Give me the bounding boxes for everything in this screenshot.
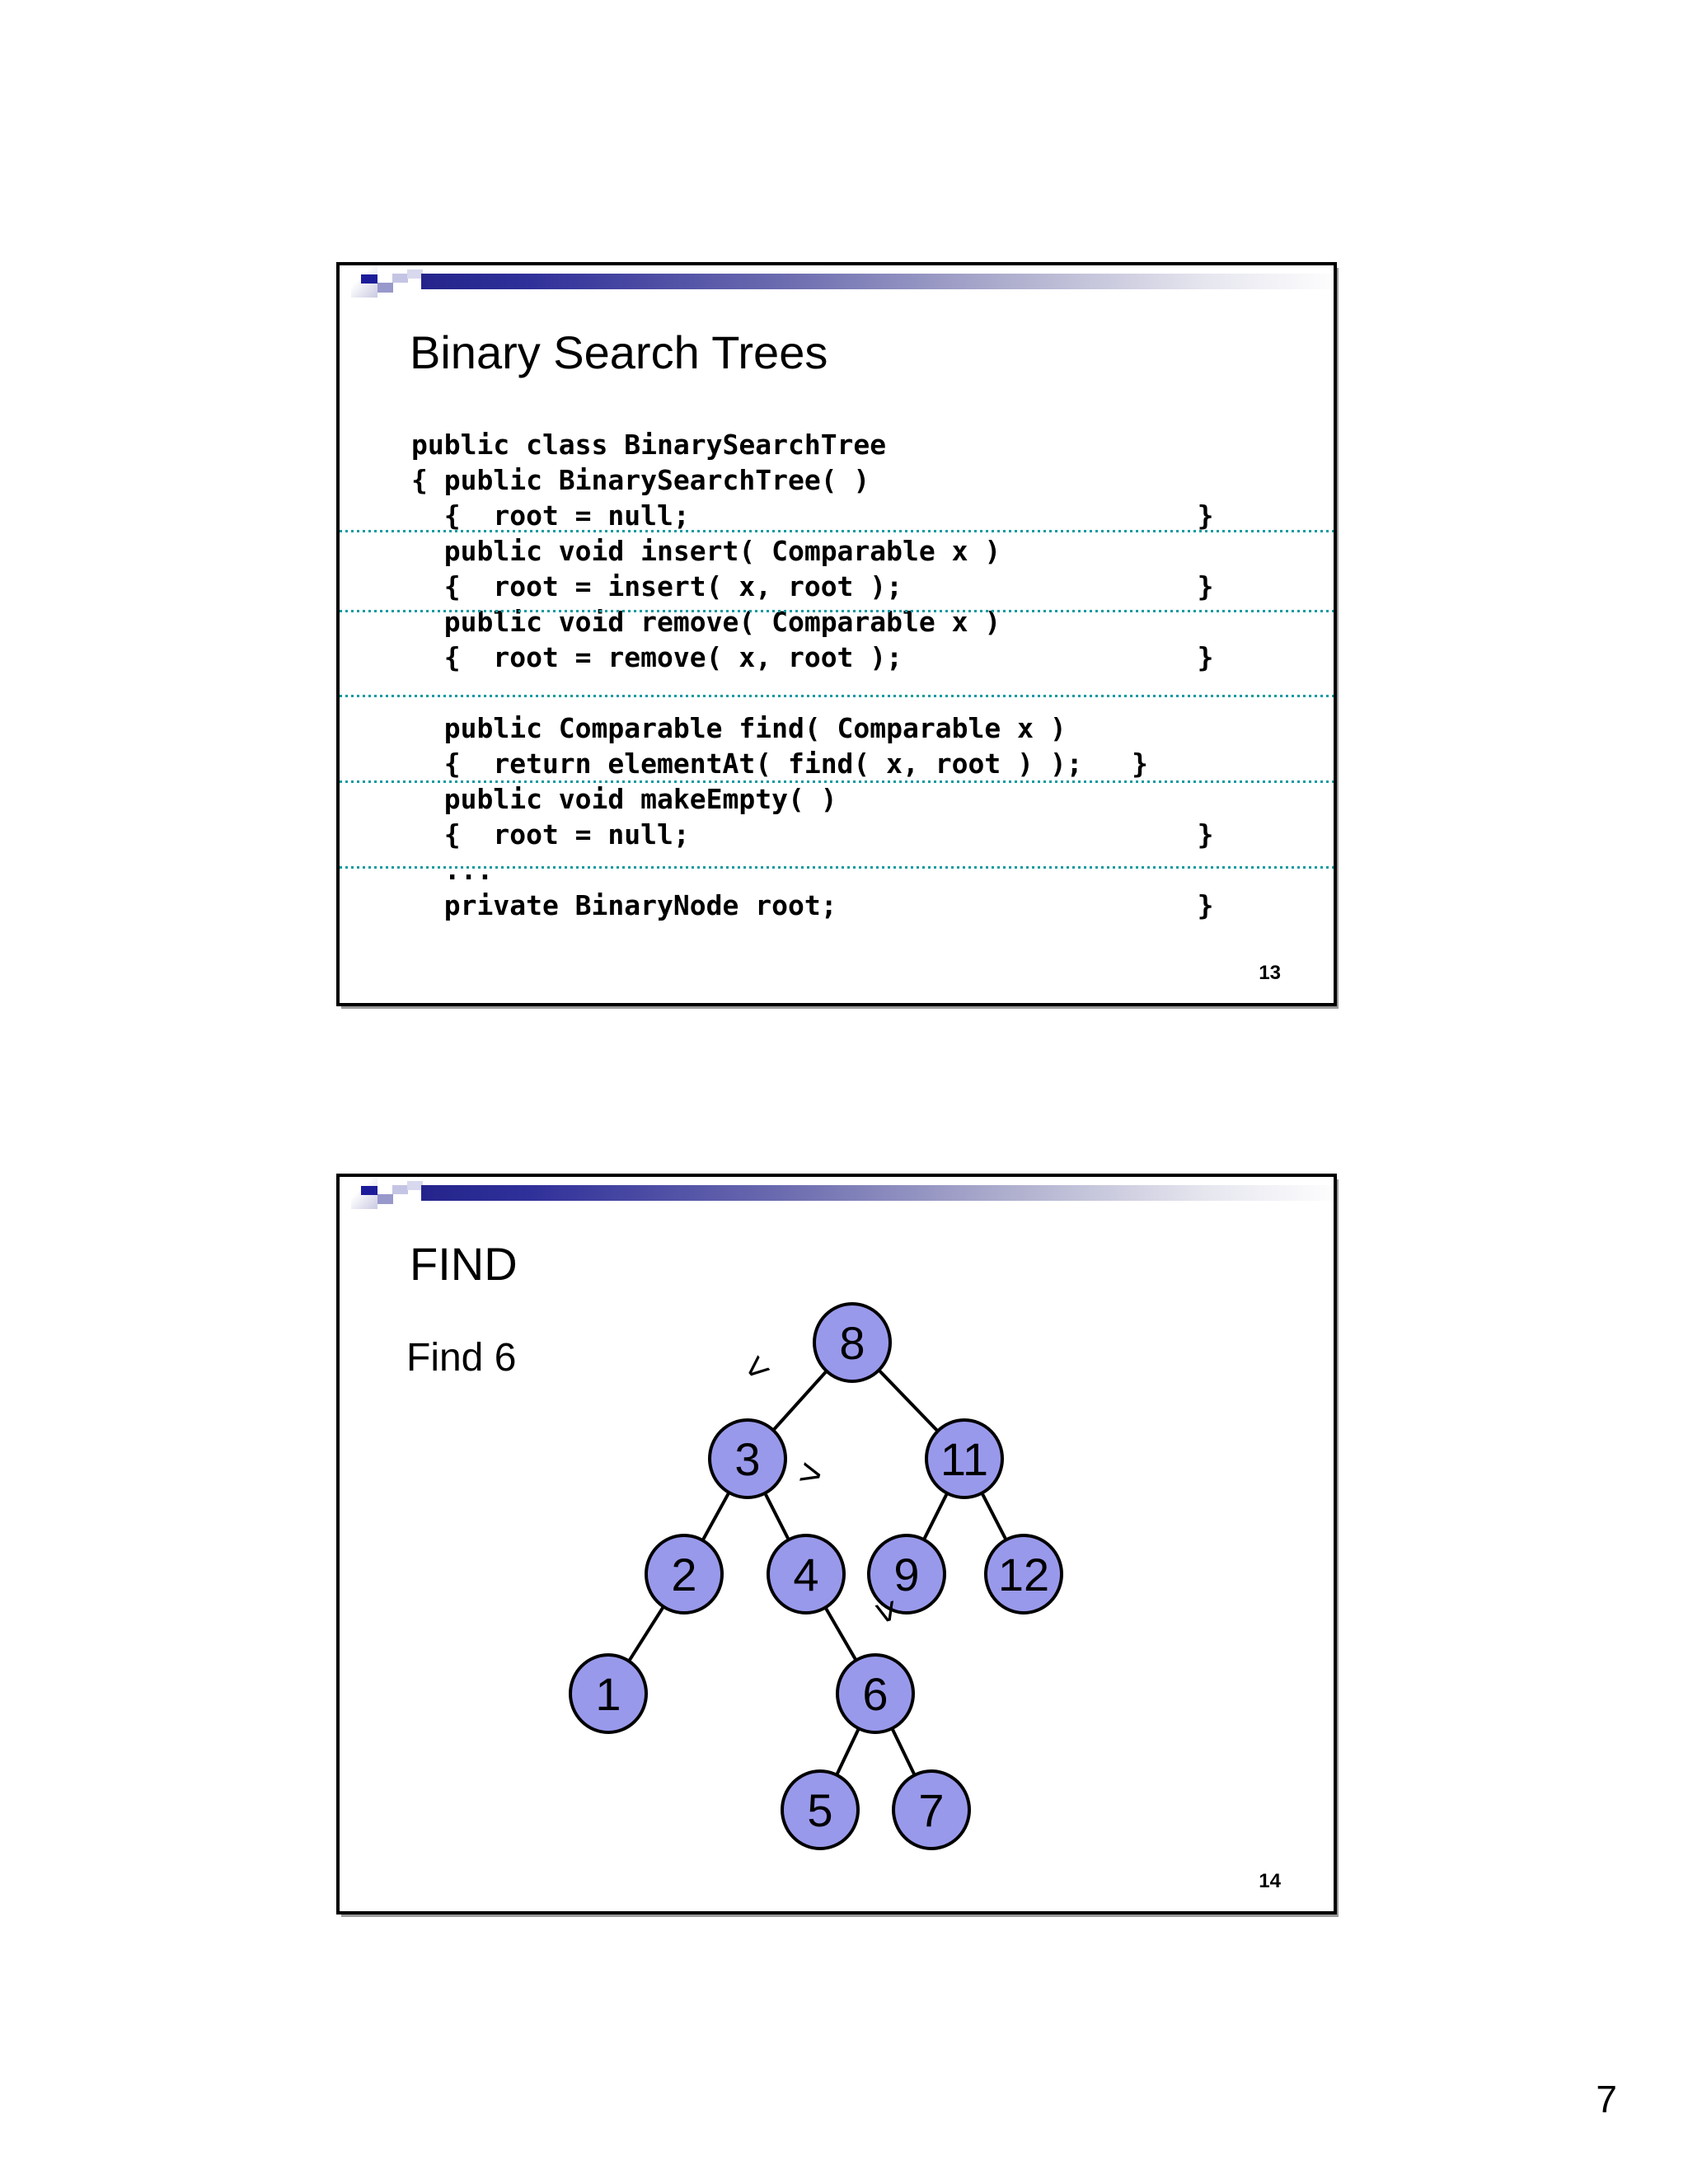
header-gradient-bar — [421, 274, 1334, 289]
tree-node — [867, 1534, 946, 1615]
tree-node-value: 9 — [893, 1549, 919, 1601]
comparison-label: > — [795, 1450, 827, 1497]
tree-node — [781, 1769, 860, 1850]
header-pixel-decoration — [361, 1186, 377, 1195]
tree-node-value: 7 — [918, 1784, 944, 1836]
tree-node — [836, 1653, 915, 1734]
tree-node-value: 8 — [839, 1317, 865, 1369]
binary-search-tree-diagram: 8 3 11 2 4 9 12 1 6 5 7 < > > — [569, 1302, 1063, 1850]
tree-node-value: 3 — [734, 1433, 760, 1485]
slide-find: FIND Find 6 8 3 11 2 4 9 12 1 6 5 7 < > > 14 — [336, 1174, 1337, 1915]
header-pixel-decoration — [361, 274, 377, 284]
tree-node-value: 6 — [862, 1668, 888, 1720]
tree-node — [708, 1418, 787, 1499]
comparison-label: > — [864, 1596, 911, 1628]
java-code-listing: public class BinarySearchTree { public B… — [411, 429, 1214, 921]
header-pixel-decoration — [407, 1181, 423, 1190]
header-pixel-decoration — [392, 274, 408, 283]
find-target-label: Find 6 — [406, 1336, 517, 1380]
dotted-separator — [340, 866, 1334, 869]
header-pixel-decoration — [407, 269, 423, 279]
slide-title: Binary Search Trees — [410, 326, 828, 378]
dotted-separator — [340, 695, 1334, 697]
tree-node-value: 12 — [998, 1549, 1049, 1601]
tree-node — [925, 1418, 1004, 1499]
tree-node — [892, 1769, 971, 1850]
dotted-separator — [340, 610, 1334, 612]
header-pixel-decoration — [377, 1194, 393, 1204]
tree-node-value: 4 — [793, 1549, 818, 1601]
header-pixel-decoration — [392, 1185, 408, 1194]
slide-binary-search-trees: Binary Search Trees public class BinaryS… — [336, 262, 1337, 1006]
comparison-label: < — [734, 1344, 779, 1391]
header-pixel-decoration — [377, 283, 393, 293]
slide-number: 13 — [1259, 962, 1281, 984]
tree-node-value: 2 — [671, 1549, 696, 1601]
dotted-separator — [340, 530, 1334, 532]
tree-node — [767, 1534, 846, 1615]
tree-node-value: 5 — [807, 1784, 832, 1836]
tree-node — [569, 1653, 648, 1734]
slide-title: FIND — [410, 1238, 518, 1290]
tree-node-value: 11 — [940, 1433, 988, 1485]
tree-node — [813, 1302, 892, 1383]
dotted-separator — [340, 780, 1334, 783]
tree-node-value: 1 — [595, 1668, 621, 1720]
slide-number: 14 — [1259, 1870, 1281, 1892]
tree-node — [984, 1534, 1063, 1615]
tree-node — [645, 1534, 724, 1615]
page-number: 7 — [1596, 2078, 1617, 2121]
header-gradient-bar — [421, 1185, 1334, 1201]
